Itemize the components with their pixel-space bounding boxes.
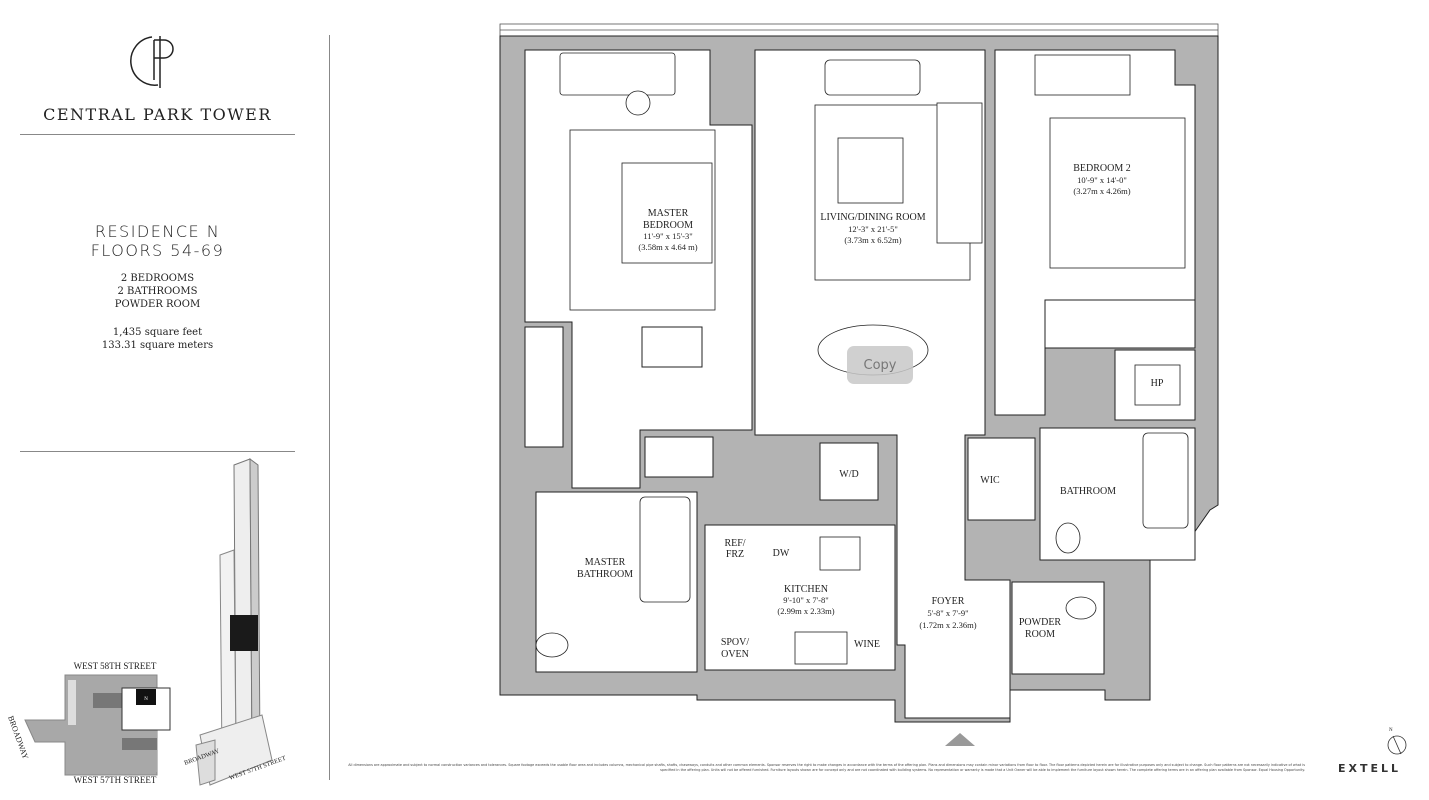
brand-logo — [130, 32, 190, 92]
room-label: LIVING/DINING ROOM — [820, 212, 925, 223]
room-label: BEDROOM — [643, 220, 693, 231]
toilet — [1065, 596, 1097, 620]
closet — [641, 326, 703, 368]
residence-floors: FLOORS 54-69 — [90, 241, 225, 260]
master-tub — [639, 496, 691, 603]
room-bathroom — [1039, 427, 1196, 561]
room-kitchen — [704, 524, 896, 671]
appliance-label: DW — [773, 548, 790, 559]
area-info: 1,435 square feet 133.31 square meters — [20, 326, 295, 352]
feature-item: 2 BEDROOMS — [120, 273, 195, 284]
room-master-bathroom — [535, 491, 698, 673]
feature-item: 2 BATHROOMS — [117, 286, 198, 297]
bathtub — [1142, 432, 1189, 529]
master-bed — [569, 129, 716, 311]
room-label: MASTER — [648, 208, 689, 219]
room-living-dining — [754, 49, 1011, 719]
room-label: POWDER — [1019, 617, 1062, 628]
room-dimension: 5'-8" x 7'-9" — [927, 608, 968, 618]
room-dimension: (3.58m x 4.64 m) — [638, 242, 697, 252]
toilet — [1055, 522, 1081, 554]
vertical-divider — [329, 35, 330, 780]
unit-marker — [136, 689, 156, 705]
closet — [1044, 299, 1196, 349]
room-label: KITCHEN — [784, 584, 828, 595]
room-dimension: 9'-10" x 7'-8" — [783, 595, 828, 605]
desk — [559, 52, 676, 96]
tower-highlight-band — [230, 615, 258, 651]
room-label: W/D — [839, 469, 858, 480]
site-block — [93, 693, 123, 708]
appliance-label: FRZ — [726, 549, 744, 560]
bench — [824, 59, 921, 96]
desk-2 — [1034, 54, 1131, 96]
compass-icon: N — [1387, 728, 1407, 755]
chair — [625, 90, 651, 116]
feature-item: POWDER ROOM — [114, 299, 201, 310]
rug — [814, 104, 971, 281]
unit-marker-label: N — [144, 697, 148, 702]
site-strip — [68, 680, 76, 725]
room-label: WIC — [980, 475, 1000, 486]
room-label: BATHROOM — [1060, 486, 1116, 497]
cooktop — [794, 631, 848, 665]
master-bed-blanket — [621, 162, 713, 264]
room-label: ROOM — [1025, 629, 1055, 640]
washer-dryer — [819, 442, 879, 501]
room-dimension: 11'-9" x 15'-3" — [643, 231, 692, 241]
window-wall — [499, 23, 1219, 37]
tower-illustration — [195, 457, 273, 786]
appliance-label: WINE — [854, 639, 880, 650]
appliance-label: SPOV/ — [721, 637, 750, 648]
site-block — [122, 738, 157, 750]
room-dimension: (3.73m x 6.52m) — [844, 235, 901, 245]
room-dimension: (1.72m x 2.36m) — [919, 620, 976, 630]
appliance-label: OVEN — [721, 649, 749, 660]
room-master-bedroom — [524, 49, 753, 489]
room-label: HP — [1151, 378, 1164, 389]
coffee-table — [837, 137, 904, 204]
appliance-label: REF/ — [724, 538, 745, 549]
sofa — [936, 102, 983, 244]
compass-label: N — [1389, 728, 1393, 733]
hp-closet — [1114, 349, 1196, 421]
area-sqft: 1,435 square feet — [112, 327, 203, 338]
room-dimension: 10'-9" x 14'-0" — [1077, 175, 1127, 185]
bed-2 — [1049, 117, 1186, 269]
developer-logo: EXTELL — [1338, 762, 1402, 775]
street-label-south: WEST 57TH STREET — [74, 775, 157, 785]
room-label: BEDROOM 2 — [1073, 163, 1131, 174]
site-map: N WEST 58TH STREET WEST 57TH STREET BROA… — [6, 457, 287, 786]
divider — [20, 451, 295, 452]
sink — [819, 536, 861, 571]
room-label: BATHROOM — [577, 569, 633, 580]
room-label: MASTER — [585, 557, 626, 568]
room-powder — [1011, 581, 1105, 675]
divider — [20, 134, 295, 135]
closet — [644, 436, 714, 478]
residence-title: RESIDENCE N FLOORS 54-69 — [20, 222, 295, 260]
brand-name: CENTRAL PARK TOWER — [43, 105, 272, 124]
hp-unit — [1134, 364, 1181, 406]
room-dimension: (2.99m x 2.33m) — [777, 606, 834, 616]
toilet — [535, 632, 569, 658]
copy-tooltip-button[interactable]: Copy — [847, 346, 913, 384]
room-bedroom-2 — [994, 49, 1196, 416]
closet — [524, 326, 564, 448]
disclaimer-text: All dimensions are approximate and subje… — [348, 763, 1305, 772]
feature-list: 2 BEDROOMS 2 BATHROOMS POWDER ROOM — [20, 272, 295, 311]
area-sqm: 133.31 square meters — [101, 340, 214, 351]
room-wic — [967, 437, 1036, 521]
residence-name: RESIDENCE N — [94, 222, 221, 241]
street-label-north: WEST 58TH STREET — [74, 661, 157, 671]
room-label: FOYER — [932, 596, 965, 607]
entrance-arrow-icon — [945, 733, 975, 746]
room-dimension: 12'-3" x 21'-5" — [848, 224, 898, 234]
room-dimension: (3.27m x 4.26m) — [1073, 186, 1130, 196]
